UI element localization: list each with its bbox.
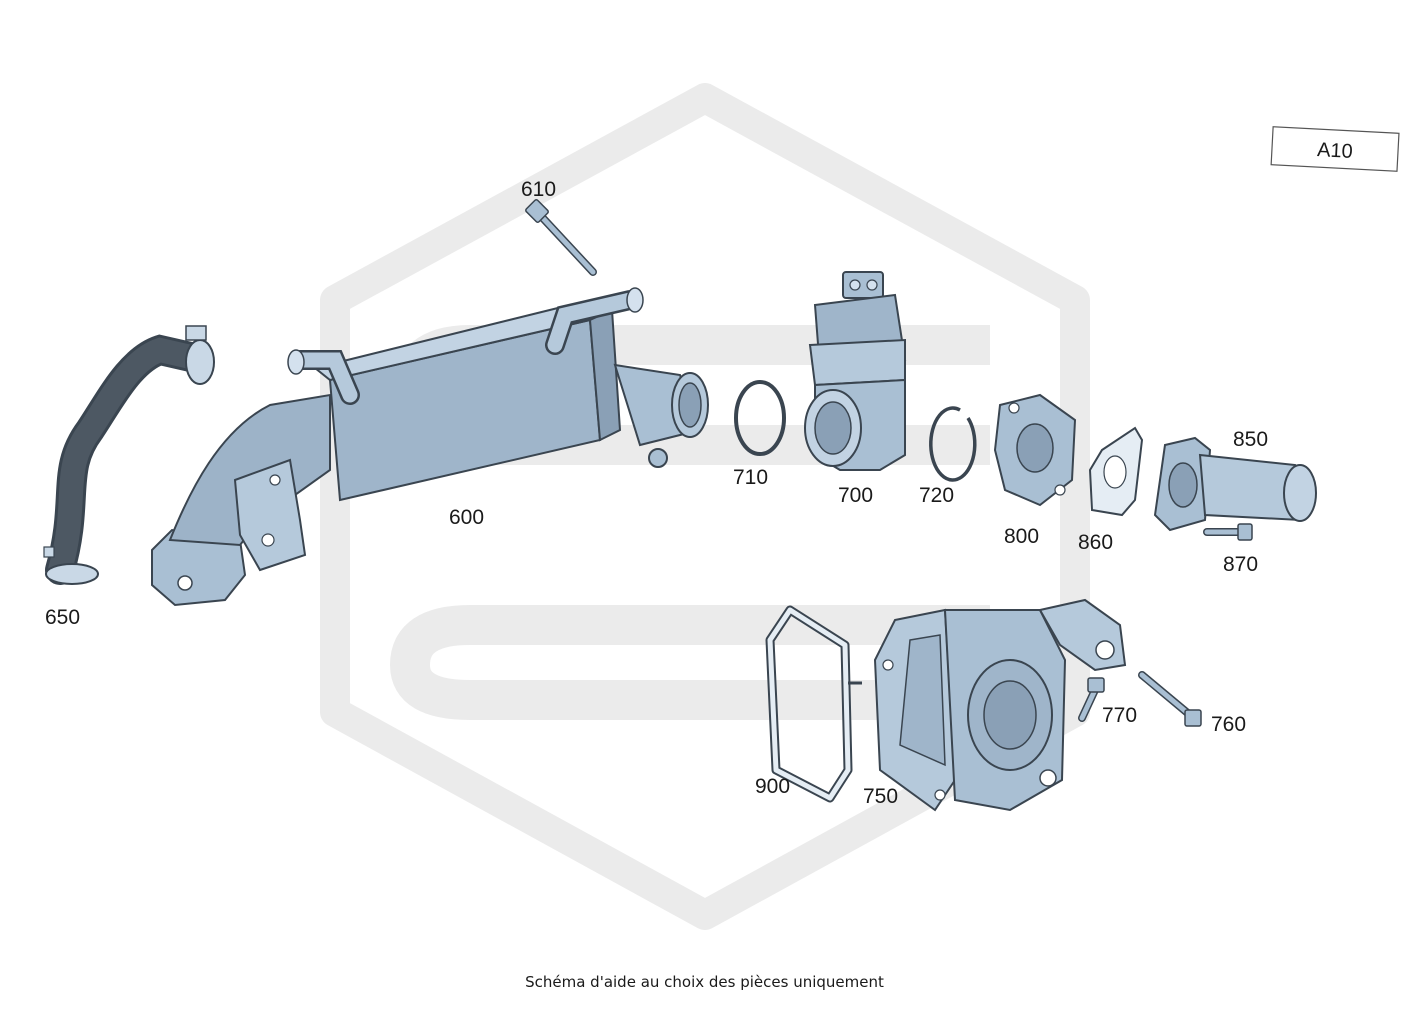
diagram-caption: Schéma d'aide au choix des pièces unique… xyxy=(525,973,884,991)
callout-860: 860 xyxy=(1078,531,1113,554)
callout-900: 900 xyxy=(755,775,790,798)
part-720-circlip[interactable] xyxy=(929,406,977,482)
part-770-bolt[interactable] xyxy=(1078,677,1105,722)
callout-600: 600 xyxy=(449,506,484,529)
part-800-flange-adapter[interactable] xyxy=(993,393,1077,507)
callout-720: 720 xyxy=(919,484,954,507)
part-600-egr-cooler[interactable] xyxy=(151,287,709,607)
part-760-bolt[interactable] xyxy=(1138,671,1202,727)
callout-750: 750 xyxy=(863,785,898,808)
part-750-throttle-housing[interactable] xyxy=(873,598,1127,812)
part-610-bolt[interactable] xyxy=(525,199,597,276)
callout-710: 710 xyxy=(733,466,768,489)
part-870-bolt[interactable] xyxy=(1203,523,1253,541)
part-650-coolant-hose[interactable] xyxy=(43,325,215,585)
reference-tag-label: A10 xyxy=(1317,139,1354,163)
part-850-outlet-pipe[interactable] xyxy=(1153,436,1317,532)
part-700-egr-valve[interactable] xyxy=(804,271,907,471)
callout-650: 650 xyxy=(45,606,80,629)
part-710-seal-ring[interactable] xyxy=(734,380,786,456)
callout-770: 770 xyxy=(1102,704,1137,727)
part-900-gasket[interactable] xyxy=(765,605,862,803)
callout-760: 760 xyxy=(1211,713,1246,736)
callout-870: 870 xyxy=(1223,553,1258,576)
reference-tag: A10 xyxy=(1270,126,1400,172)
callout-800: 800 xyxy=(1004,525,1039,548)
callout-850: 850 xyxy=(1233,428,1268,451)
callout-610: 610 xyxy=(521,178,556,201)
part-860-gasket[interactable] xyxy=(1088,426,1144,517)
callout-700: 700 xyxy=(838,484,873,507)
